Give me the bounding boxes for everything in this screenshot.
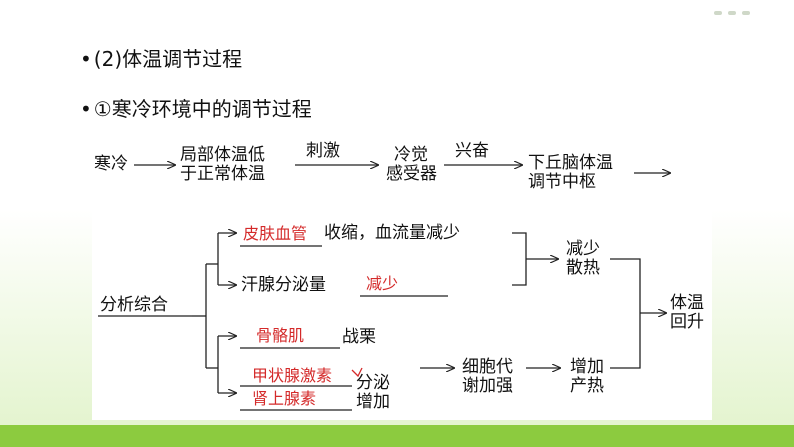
center-label: 下丘脑体温调节中枢 <box>528 153 613 192</box>
more-heat-label: 增加产热 <box>570 357 604 396</box>
bottom-bar <box>0 425 794 447</box>
analysis-label: 分析综合 <box>100 295 168 315</box>
diagram-panel <box>92 132 712 420</box>
receptor-label: 冷觉感受器 <box>386 145 437 184</box>
right-merge-bracket <box>610 258 641 369</box>
top-decoration <box>708 0 778 15</box>
answer-muscle: 骨骼肌 <box>256 326 305 345</box>
hormone-tick-mark <box>351 367 363 378</box>
metabolism-label: 细胞代谢加强 <box>462 357 513 396</box>
shiver-label: 战栗 <box>342 327 376 347</box>
local-temp-label: 局部体温低于正常体温 <box>180 145 265 184</box>
upper-merge-bracket <box>512 232 527 286</box>
answer-skin-vessel: 皮肤血管 <box>243 224 308 243</box>
heading-1: •(2)体温调节过程 <box>80 47 243 71</box>
excite-label: 兴奋 <box>455 141 489 161</box>
stimulus-label: 刺激 <box>306 141 340 161</box>
skin-effect-label: 收缩，血流量减少 <box>324 223 460 243</box>
temp-up-label: 体温回升 <box>670 293 704 332</box>
cold-label: 寒冷 <box>94 154 128 174</box>
answer-sweat: 减少 <box>366 274 399 293</box>
answer-hormone-1: 甲状腺激素 <box>252 366 333 385</box>
heading-2-text: ①寒冷环境中的调节过程 <box>93 97 312 121</box>
answer-hormone-2: 肾上腺素 <box>252 389 317 408</box>
heading-1-text: (2)体温调节过程 <box>93 47 243 71</box>
reduce-heat-label: 减少散热 <box>566 239 600 278</box>
secrete-label: 分泌增加 <box>356 373 390 412</box>
sweat-label: 汗腺分泌量 <box>241 275 326 295</box>
heading-2: •①寒冷环境中的调节过程 <box>80 97 312 121</box>
